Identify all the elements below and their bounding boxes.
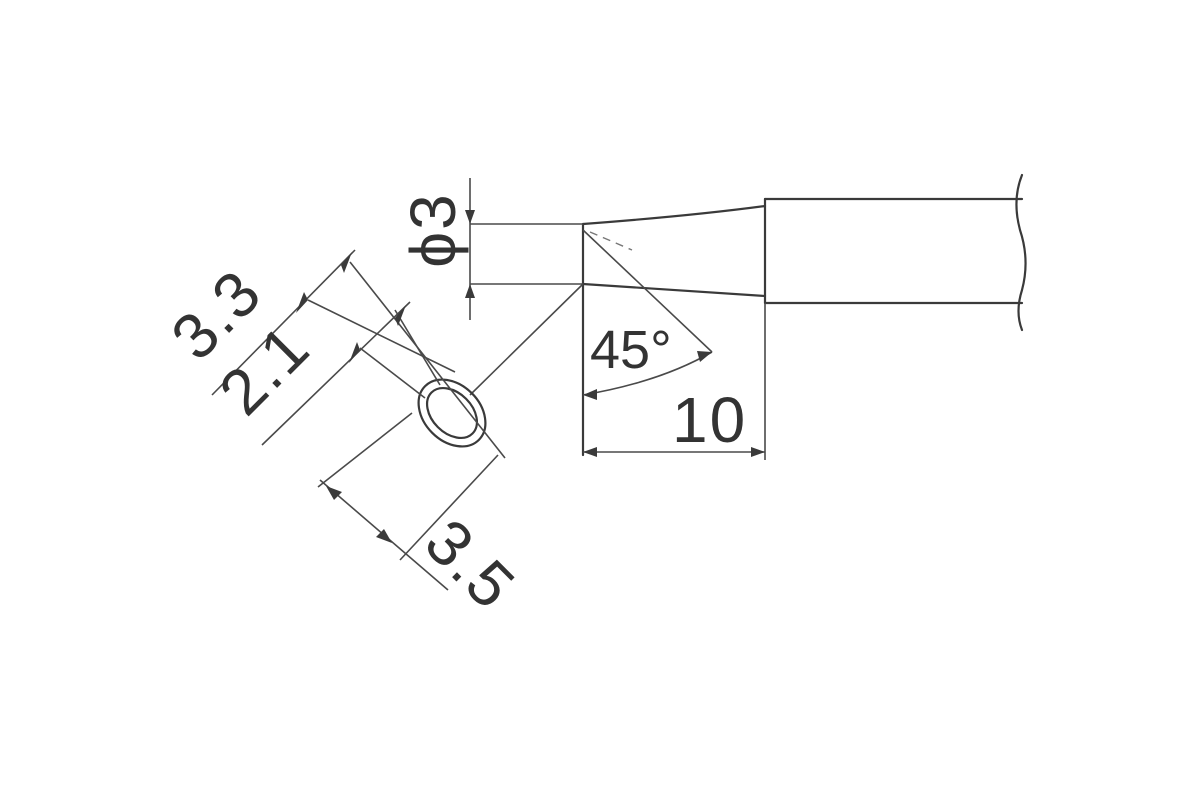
tip-body	[581, 173, 1027, 457]
tip-face-view: 3.3 2.1 3.5	[157, 249, 584, 623]
angle-dimension: 45°	[582, 229, 713, 400]
length-dimension: 10	[583, 303, 766, 460]
diameter-label: ϕ3	[397, 192, 469, 267]
length-label: 10	[672, 384, 747, 456]
face-length-label: 3.5	[412, 505, 530, 623]
angle-label: 45°	[590, 320, 672, 380]
diameter-dimension: ϕ3	[397, 178, 583, 320]
